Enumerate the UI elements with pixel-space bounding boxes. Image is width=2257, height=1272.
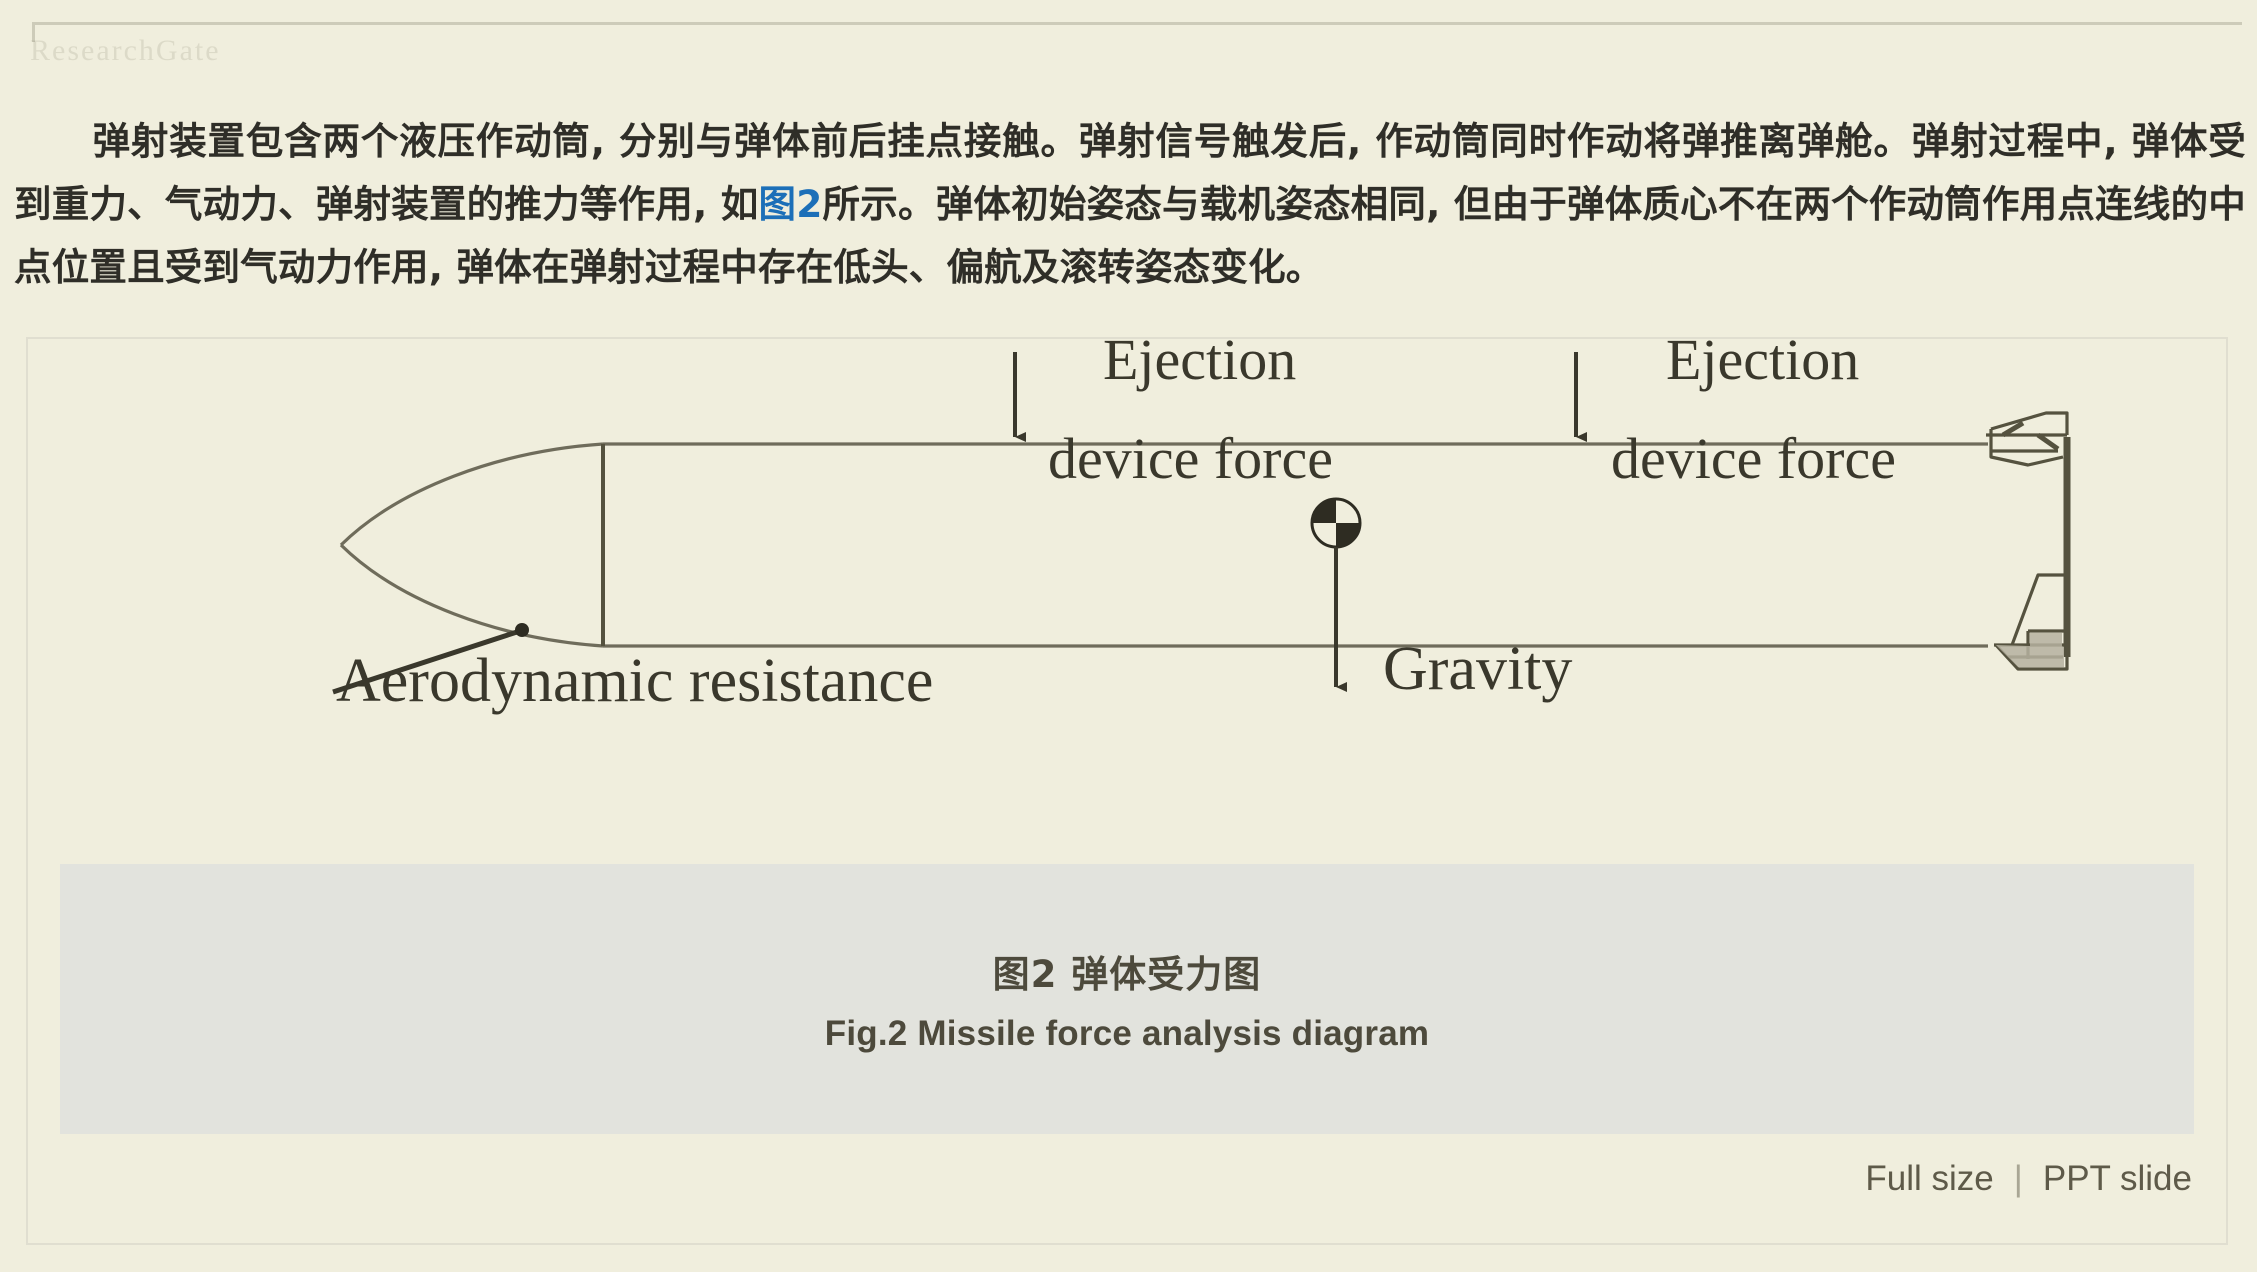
- gravity-label: Gravity: [1383, 635, 1572, 703]
- center-of-gravity-icon: [1310, 497, 1362, 549]
- missile-diagram-svg: Ejection device force Ejection device fo…: [332, 339, 2071, 715]
- footer-separator: |: [2013, 1159, 2023, 1198]
- figure-caption-english: Fig.2 Missile force analysis diagram: [824, 1014, 1430, 1053]
- paragraph-text-after-link: 所示。弹体初始姿态与载机姿态相同, 但由于弹体质心不在两个作动筒作用点连线的中点…: [14, 181, 2247, 289]
- figure-footer-links: Full size | PPT slide: [1865, 1159, 2192, 1199]
- page-watermark: ResearchGate: [30, 34, 221, 67]
- top-divider-tick: [32, 22, 35, 42]
- missile-tail-assembly: [1986, 411, 2071, 671]
- missile-tail-shading: [1996, 633, 2064, 667]
- figure-card: Ejection device force Ejection device fo…: [26, 337, 2228, 1245]
- figure-2-inline-link[interactable]: 图2: [758, 181, 823, 226]
- ejection-force-label-2-line2: device force: [1611, 426, 1896, 491]
- paragraph-text-before-link: 弹射装置包含两个液压作动筒, 分别与弹体前后挂点接触。弹射信号触发后, 作动筒同…: [14, 118, 2246, 226]
- figure-caption-chinese: 图2 弹体受力图: [992, 953, 1262, 996]
- figure-caption-band: 图2 弹体受力图 Fig.2 Missile force analysis di…: [60, 864, 2194, 1134]
- body-paragraph: 弹射装置包含两个液压作动筒, 分别与弹体前后挂点接触。弹射信号触发后, 作动筒同…: [14, 110, 2246, 299]
- ejection-force-label-2-line1: Ejection: [1666, 339, 1859, 392]
- full-size-link[interactable]: Full size: [1865, 1159, 1994, 1198]
- top-divider-rule: [32, 22, 2242, 25]
- ejection-force-label-1-line2: device force: [1048, 426, 1333, 491]
- missile-body-outline: [339, 442, 1988, 648]
- aerodynamic-resistance-arrow: [332, 623, 529, 695]
- aerodynamic-resistance-label: Aerodynamic resistance: [336, 647, 933, 715]
- ppt-slide-link[interactable]: PPT slide: [2042, 1159, 2192, 1198]
- ejection-force-label-1-line1: Ejection: [1103, 339, 1296, 392]
- missile-force-diagram: Ejection device force Ejection device fo…: [28, 339, 2226, 859]
